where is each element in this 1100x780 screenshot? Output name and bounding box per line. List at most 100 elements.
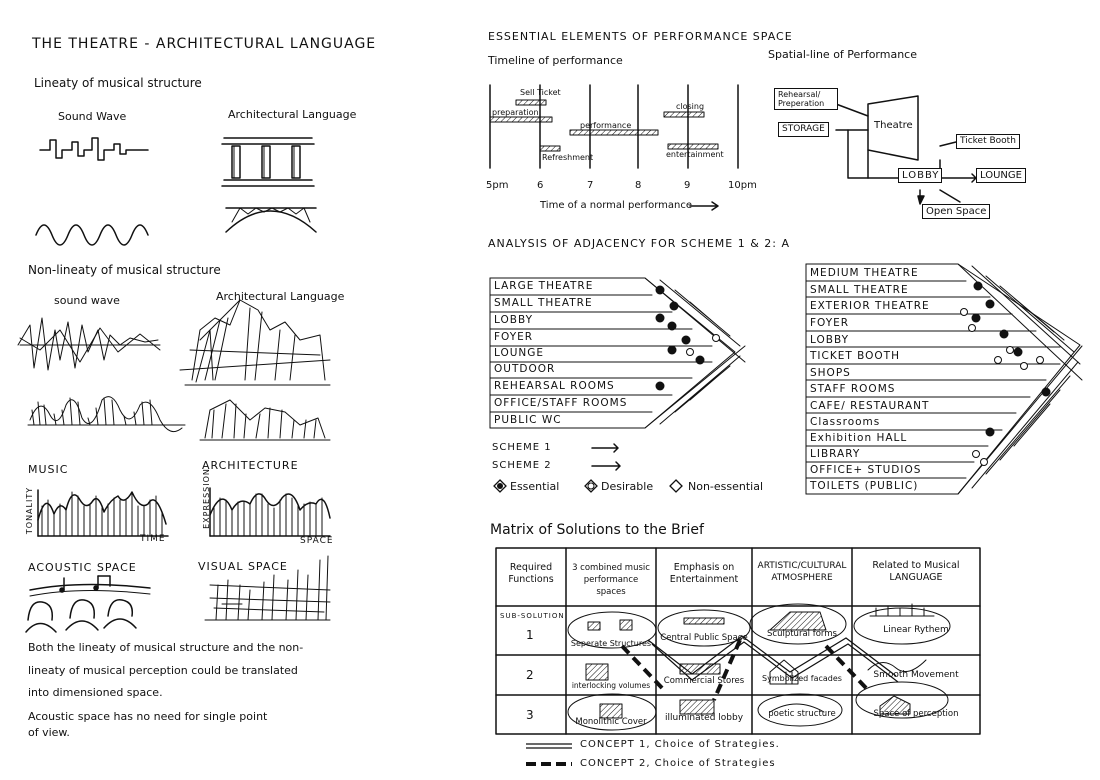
node-storage: STORAGE <box>778 122 829 137</box>
sound-wave-label-2: sound wave <box>54 294 120 307</box>
truss-bridge-sketch <box>225 207 317 233</box>
chaotic-sound-wave <box>17 317 161 371</box>
scheme-2-row: OFFICE+ STUDIOS <box>810 464 922 476</box>
architecture-graph <box>209 487 331 537</box>
concept-legend-lines <box>526 743 572 766</box>
scheme-1-row: LARGE THEATRE <box>494 280 594 292</box>
acoustic-space-sketch <box>25 575 151 633</box>
time-tick: 5pm <box>486 180 509 191</box>
matrix-header: 3 combined music performance spaces <box>572 563 650 597</box>
matrix-cell: Sculptural forms <box>767 629 837 639</box>
time-tick: 7 <box>587 180 594 191</box>
scheme-2-row: LIBRARY <box>810 448 861 460</box>
scheme-1-row: REHEARSAL ROOMS <box>494 380 615 392</box>
scheme-2-row: LOBBY <box>810 334 849 346</box>
timeline-bar-label: Sell Ticket <box>520 88 561 97</box>
arch-language-label-1: Architectural Language <box>228 108 357 121</box>
scheme-1-row: SMALL THEATRE <box>494 297 593 309</box>
matrix-row-number: 2 <box>526 668 534 682</box>
music-label: MUSIC <box>28 463 69 476</box>
left-title: THE THEATRE - ARCHITECTURAL LANGUAGE <box>32 36 377 52</box>
matrix-cell: Smooth Movement <box>873 670 959 680</box>
scheme-2-label: SCHEME 2 <box>492 460 552 471</box>
sub-solution-label: SUB-SOLUTION <box>500 612 565 620</box>
scheme-1-row: OFFICE/STAFF ROOMS <box>494 397 628 409</box>
node-lobby: LOBBY <box>898 168 942 183</box>
tonality-label: TONALITY <box>25 486 35 535</box>
scheme-1-row: LOUNGE <box>494 347 545 359</box>
scheme-2-row: EXTERIOR THEATRE <box>810 300 930 312</box>
matrix-cell: poetic structure <box>768 709 836 719</box>
sine-sound-wave <box>35 224 149 246</box>
scheme-1-row: PUBLIC WC <box>494 414 562 426</box>
node-rehearsal: Rehearsal/ Preperation <box>774 88 838 110</box>
matrix-cell: Monolithic Cover <box>575 717 647 727</box>
time-tick: 9 <box>684 180 691 191</box>
visual-space-label: VISUAL SPACE <box>198 560 288 573</box>
deconstructed-architecture-sketch <box>179 299 331 386</box>
legend-nonessential: Non-essential <box>688 480 764 493</box>
legend-essential: Essential <box>510 480 560 493</box>
architecture-label: ARCHITECTURE <box>202 459 299 472</box>
legend-symbols <box>493 479 683 493</box>
matrix-header: ARTISTIC/CULTURAL ATMOSPHERE <box>757 561 847 583</box>
scheme-2-row: MEDIUM THEATRE <box>810 267 919 279</box>
matrix-header: Related to Musical LANGUAGE <box>872 560 960 583</box>
scheme-2-row: Classrooms <box>810 416 881 428</box>
matrix-cell: interlocking volumes <box>571 681 651 690</box>
matrix-sketches <box>567 603 951 731</box>
matrix-cell: illuminated lobby <box>664 713 744 723</box>
adjacency-title: ANALYSIS OF ADJACENCY FOR SCHEME 1 & 2: … <box>488 237 791 250</box>
colonnade-sketch <box>221 137 315 187</box>
scheme-2-row: TICKET BOOTH <box>810 350 900 362</box>
timeline-title: Timeline of performance <box>488 54 623 67</box>
scheme-2-row: Exhibition HALL <box>810 432 908 444</box>
matrix-cell: Space of perception <box>873 709 959 719</box>
matrix-cell: Commercial Stores <box>663 676 745 686</box>
scheme-1-label: SCHEME 1 <box>492 442 552 453</box>
expression-label: EXPRESSION <box>201 468 211 529</box>
matrix-header: Emphasis on Entertainment <box>669 562 739 585</box>
concept-2-label: CONCEPT 2, Choice of Strategies <box>580 758 776 769</box>
matrix-cell: Central Public Space <box>660 633 748 643</box>
scheme-2-row: TOILETS (PUBLIC) <box>810 480 919 492</box>
hatched-wave-sketch <box>27 396 186 433</box>
matrix-header: Required Functions <box>508 562 554 585</box>
timeline-bar-label: entertainment <box>666 150 724 159</box>
matrix-row-number: 3 <box>526 708 534 722</box>
note-1-line-2: lineaty of musical perception could be t… <box>28 664 298 677</box>
solution-matrix-grid <box>495 547 981 735</box>
node-open-space: Open Space <box>922 204 991 219</box>
note-1-line-3: into dimensioned space. <box>28 686 163 699</box>
spatial-title: Spatial-line of Performance <box>768 48 917 61</box>
concept-1-label: CONCEPT 1, Choice of Strategies. <box>580 739 780 750</box>
timeline-sketch <box>489 84 739 211</box>
timeline-bar-label: Refreshment <box>542 153 594 162</box>
note-2-line-2: of view. <box>28 726 70 739</box>
visual-space-sketch <box>204 555 331 621</box>
concept-paths <box>620 635 899 701</box>
matrix-title: Matrix of Solutions to the Brief <box>490 522 704 538</box>
wave-architecture-sketch <box>199 399 331 441</box>
scheme-1-row: FOYER <box>494 331 534 343</box>
matrix-row-number: 1 <box>526 628 534 642</box>
acoustic-space-label: ACOUSTIC SPACE <box>28 561 137 574</box>
sound-wave-label-1: Sound Wave <box>58 110 127 123</box>
time-axis-label: Time of a normal performance <box>540 200 693 211</box>
adjacency-grid-scheme-1 <box>489 277 746 429</box>
space-label: SPACE <box>300 536 334 546</box>
time-label: TIME <box>140 534 166 544</box>
node-ticket-booth: Ticket Booth <box>956 134 1020 149</box>
nonlinearity-heading: Non-lineaty of musical structure <box>28 263 221 277</box>
scheme-2-row: STAFF ROOMS <box>810 383 896 395</box>
scheme-1-row: OUTDOOR <box>494 363 556 375</box>
linearity-heading: Lineaty of musical structure <box>34 76 202 90</box>
note-1-line-1: Both the lineaty of musical structure an… <box>28 641 304 654</box>
matrix-cell: Linear Rythem <box>883 625 949 635</box>
timeline-bar-label: closing <box>676 102 705 111</box>
adjacency-dots-scheme-2 <box>960 281 1051 466</box>
matrix-cell: Seperate Structures <box>570 639 652 648</box>
matrix-cell: Symbolized facades <box>762 674 842 683</box>
note-2-line-1: Acoustic space has no need for single po… <box>28 710 268 723</box>
